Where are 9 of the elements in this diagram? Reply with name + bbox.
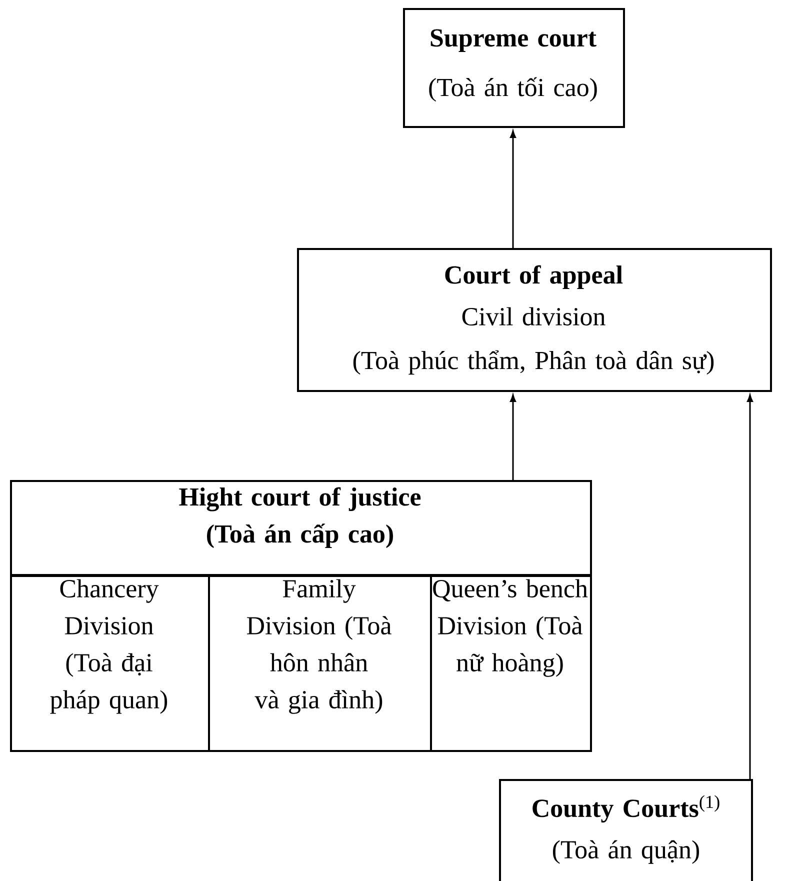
court-box: Supreme court (Toà án tối cao)	[403, 8, 625, 128]
arrow	[747, 394, 753, 780]
arrow	[510, 394, 516, 480]
court-box: County Courts$^{(1)}$ (Toà án quận)	[499, 779, 753, 881]
arrow	[510, 130, 516, 248]
division-cell: Chancery Division (Toà đại pháp quan)	[10, 575, 210, 752]
division-cell: Family Division (Toà hôn nhân và gia đình)	[208, 575, 432, 752]
division-cell: Queen’s bench Division (Toà nữ hoàng)	[430, 575, 592, 752]
court-box: Court of appeal Civil division (Toà phúc thẩm, Phân toà dân sự)	[297, 248, 772, 392]
